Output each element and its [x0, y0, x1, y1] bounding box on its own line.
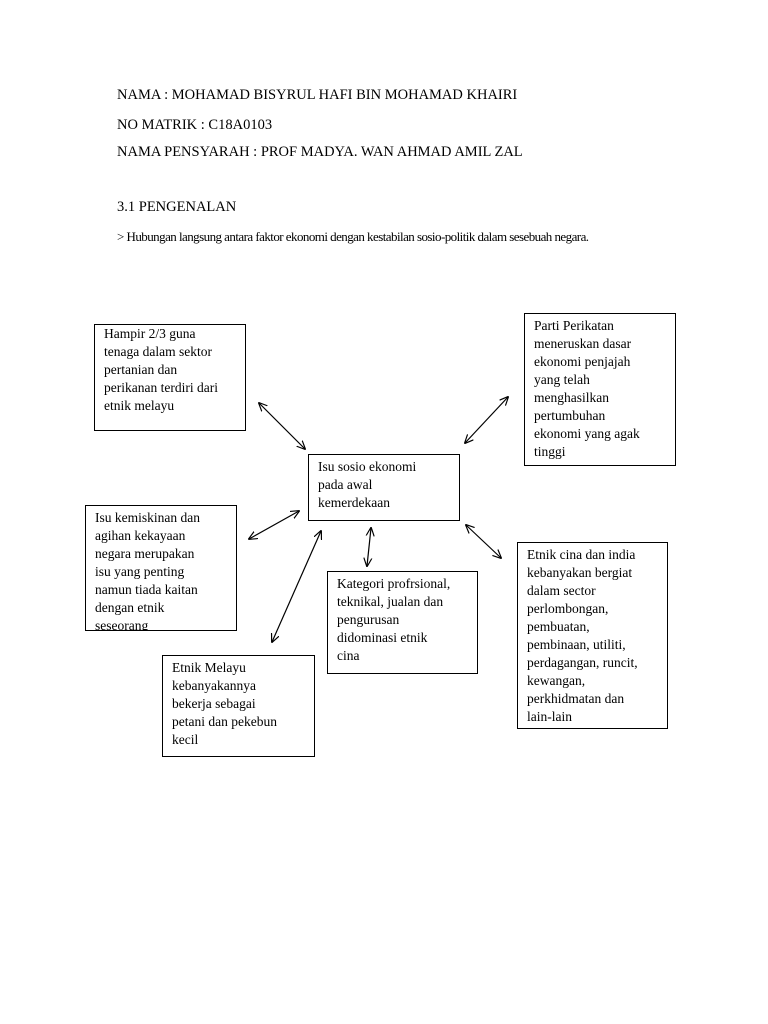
arrow-mid-left	[249, 511, 299, 539]
arrow-right	[466, 525, 501, 558]
arrow-top-left	[259, 403, 305, 449]
box-center: Isu sosio ekonomi pada awal kemerdekaan	[308, 454, 460, 521]
box-top-right: Parti Perikatan meneruskan dasar ekonomi…	[524, 313, 676, 466]
student-name: NAMA : MOHAMAD BISYRUL HAFI BIN MOHAMAD …	[117, 87, 518, 103]
section-subtitle: > Hubungan langsung antara faktor ekonom…	[117, 229, 589, 244]
arrow-bottom-left	[272, 531, 321, 642]
arrow-top-right	[465, 397, 508, 443]
arrow-bottom-center	[367, 528, 371, 566]
box-mid-left: Isu kemiskinan dan agihan kekayaan negar…	[85, 505, 237, 631]
matric-number: NO MATRIK : C18A0103	[117, 117, 273, 133]
box-top-left: Hampir 2/3 guna tenaga dalam sektor pert…	[94, 324, 246, 431]
lecturer-name: NAMA PENSYARAH : PROF MADYA. WAN AHMAD A…	[117, 144, 523, 160]
box-right: Etnik cina dan india kebanyakan bergiat …	[517, 542, 668, 729]
box-bottom-center: Kategori profrsional, teknikal, jualan d…	[327, 571, 478, 674]
section-title: 3.1 PENGENALAN	[117, 199, 237, 215]
box-bottom-left: Etnik Melayu kebanyakannya bekerja sebag…	[162, 655, 315, 757]
